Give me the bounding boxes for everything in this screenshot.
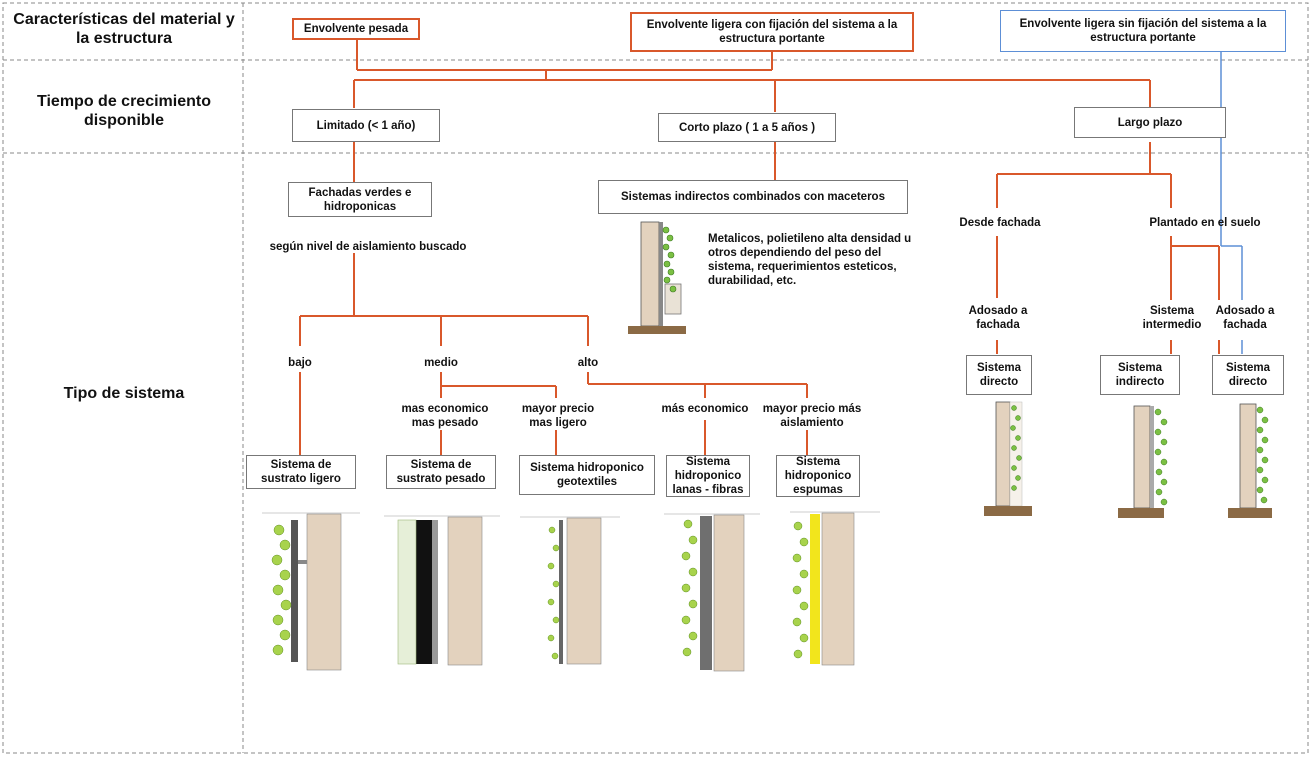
label-adosado-fachada-1: Adosado a fachada [968, 305, 1028, 331]
blue-connector-lines [1220, 50, 1243, 354]
box-sistema-directo-1: Sistema directo [966, 355, 1032, 395]
illustration-indirect-planter [628, 221, 686, 334]
illustration-direct-ground [1228, 403, 1272, 518]
row-label-material: Características del material y la estruc… [13, 11, 235, 47]
label-alto: alto [577, 357, 599, 369]
box-largo-plazo: Largo plazo [1074, 107, 1226, 138]
box-corto-plazo: Corto plazo ( 1 a 5 años ) [658, 113, 836, 142]
illustration-hidro-espumas [790, 511, 880, 666]
box-limitado: Limitado (< 1 año) [292, 109, 440, 142]
plants-hidro-espumas [792, 521, 809, 659]
label-mayor-precio-aislamiento: mayor precio más aislamiento [762, 403, 862, 429]
label-segun-aislamiento: según nivel de aislamiento buscado [269, 241, 467, 253]
box-sistema-directo-2: Sistema directo [1212, 355, 1284, 395]
label-medio: medio [424, 357, 458, 369]
label-adosado-fachada-2: Adosado a fachada [1215, 305, 1275, 331]
label-mayor-precio-ligero: mayor precio mas ligero [521, 403, 595, 429]
illustration-hidro-geotextiles [520, 516, 620, 665]
plants-hidro-lanas [681, 519, 698, 657]
plants-direct-facade [1010, 405, 1022, 491]
label-sistema-intermedio: Sistema intermedio [1142, 305, 1202, 331]
row-label-tipo: Tipo de sistema [63, 385, 185, 402]
box-fachadas-verdes: Fachadas verdes e hidroponicas [288, 182, 432, 217]
illustration-sustrato-ligero [262, 512, 360, 671]
box-sistemas-indirectos: Sistemas indirectos combinados con macet… [598, 180, 908, 214]
box-sustrato-ligero: Sistema de sustrato ligero [246, 455, 356, 489]
box-sistema-indirecto: Sistema indirecto [1100, 355, 1180, 395]
label-plantado-suelo: Plantado en el suelo [1149, 217, 1261, 229]
box-hidro-lanas: Sistema hidroponico lanas - fibras [666, 455, 750, 497]
label-mas-economico: más economico [661, 403, 749, 415]
plants-indirect-planter [662, 226, 677, 293]
box-envolvente-ligera-sin: Envolvente ligera sin fijación del siste… [1000, 10, 1286, 52]
illustration-sustrato-pesado [384, 515, 500, 666]
plants-sustrato-ligero [271, 524, 292, 656]
label-desde-fachada: Desde fachada [959, 217, 1041, 229]
plants-indirect-ground [1154, 408, 1168, 506]
illustration-direct-facade [984, 401, 1032, 516]
row-label-tiempo: Tiempo de crecimiento disponible [37, 93, 211, 129]
illustration-hidro-lanas [664, 513, 760, 672]
box-envolvente-ligera-con: Envolvente ligera con fijación del siste… [630, 12, 914, 52]
illustration-indirect-ground [1118, 405, 1164, 518]
plants-hidro-geotextiles [547, 526, 560, 660]
label-bajo: bajo [288, 357, 312, 369]
label-mas-economico-pesado: mas economico mas pesado [401, 403, 489, 429]
box-hidro-espumas: Sistema hidroponico espumas [776, 455, 860, 497]
connector-lines [299, 36, 1220, 455]
box-sustrato-pesado: Sistema de sustrato pesado [386, 455, 496, 489]
note-materiales: Metalicos, polietileno alta densidad u o… [708, 233, 912, 287]
box-envolvente-pesada: Envolvente pesada [292, 18, 420, 40]
plants-direct-ground [1256, 406, 1269, 504]
box-hidro-geotextiles: Sistema hidroponico geotextiles [519, 455, 655, 495]
